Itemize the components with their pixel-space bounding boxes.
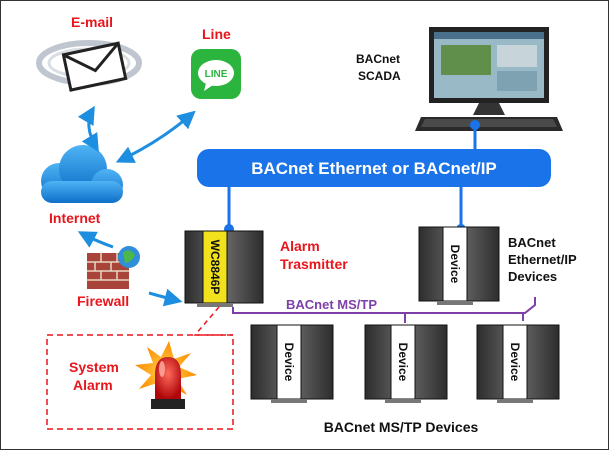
ip-devices-label-line3: Devices xyxy=(508,269,557,284)
mstp-device-3-label: Device xyxy=(508,343,522,382)
line-cloud-link xyxy=(115,110,196,163)
mstp-devices-label: BACnet MS/TP Devices xyxy=(324,419,479,435)
ip-device-label: Device xyxy=(448,245,462,284)
alarm-beacon-icon xyxy=(135,341,197,409)
alarm-label-line2: Trasmitter xyxy=(280,256,348,272)
ip-device xyxy=(418,226,500,305)
ip-devices-label-line2: Ethernet/IP xyxy=(508,252,577,267)
firewall-icon xyxy=(87,246,140,289)
mstp-device-2 xyxy=(364,324,448,403)
firewall-transmitter-link xyxy=(148,288,183,307)
cloud-icon xyxy=(41,145,123,203)
email-envelope-icon xyxy=(36,40,142,92)
transmitter-model: WC8846P xyxy=(208,240,222,295)
bacnet-bus xyxy=(197,149,551,187)
internet-label: Internet xyxy=(49,210,101,226)
mstp-device-3 xyxy=(476,324,560,403)
alarm-transmitter-device xyxy=(184,230,264,307)
bus-label: BACnet Ethernet or BACnet/IP xyxy=(251,159,497,178)
mstp-device-2-label: Device xyxy=(396,343,410,382)
scada-port xyxy=(470,120,480,130)
mstp-device-1 xyxy=(250,324,334,403)
scada-label-line2: SCADA xyxy=(358,69,401,83)
system-alarm-label-line1: System xyxy=(69,359,119,375)
mstp-bus-label: BACnet MS/TP xyxy=(286,297,377,312)
callout-pointer xyxy=(193,306,233,336)
mstp-device-1-label: Device xyxy=(282,343,296,382)
alarm-label-line1: Alarm xyxy=(280,238,320,254)
email-label: E-mail xyxy=(71,14,113,30)
ip-devices-label-line1: BACnet xyxy=(508,235,556,250)
firewall-cloud-link xyxy=(77,231,114,249)
computer-icon xyxy=(415,27,563,131)
email-cloud-link xyxy=(77,105,99,153)
system-alarm-callout xyxy=(46,334,234,430)
scada-label-line1: BACnet xyxy=(356,52,400,66)
line-app-icon: LINE xyxy=(191,49,241,99)
firewall-label: Firewall xyxy=(77,293,129,309)
line-logo-text: LINE xyxy=(205,69,228,80)
line-label: Line xyxy=(202,26,231,42)
system-alarm-label-line2: Alarm xyxy=(73,377,113,393)
